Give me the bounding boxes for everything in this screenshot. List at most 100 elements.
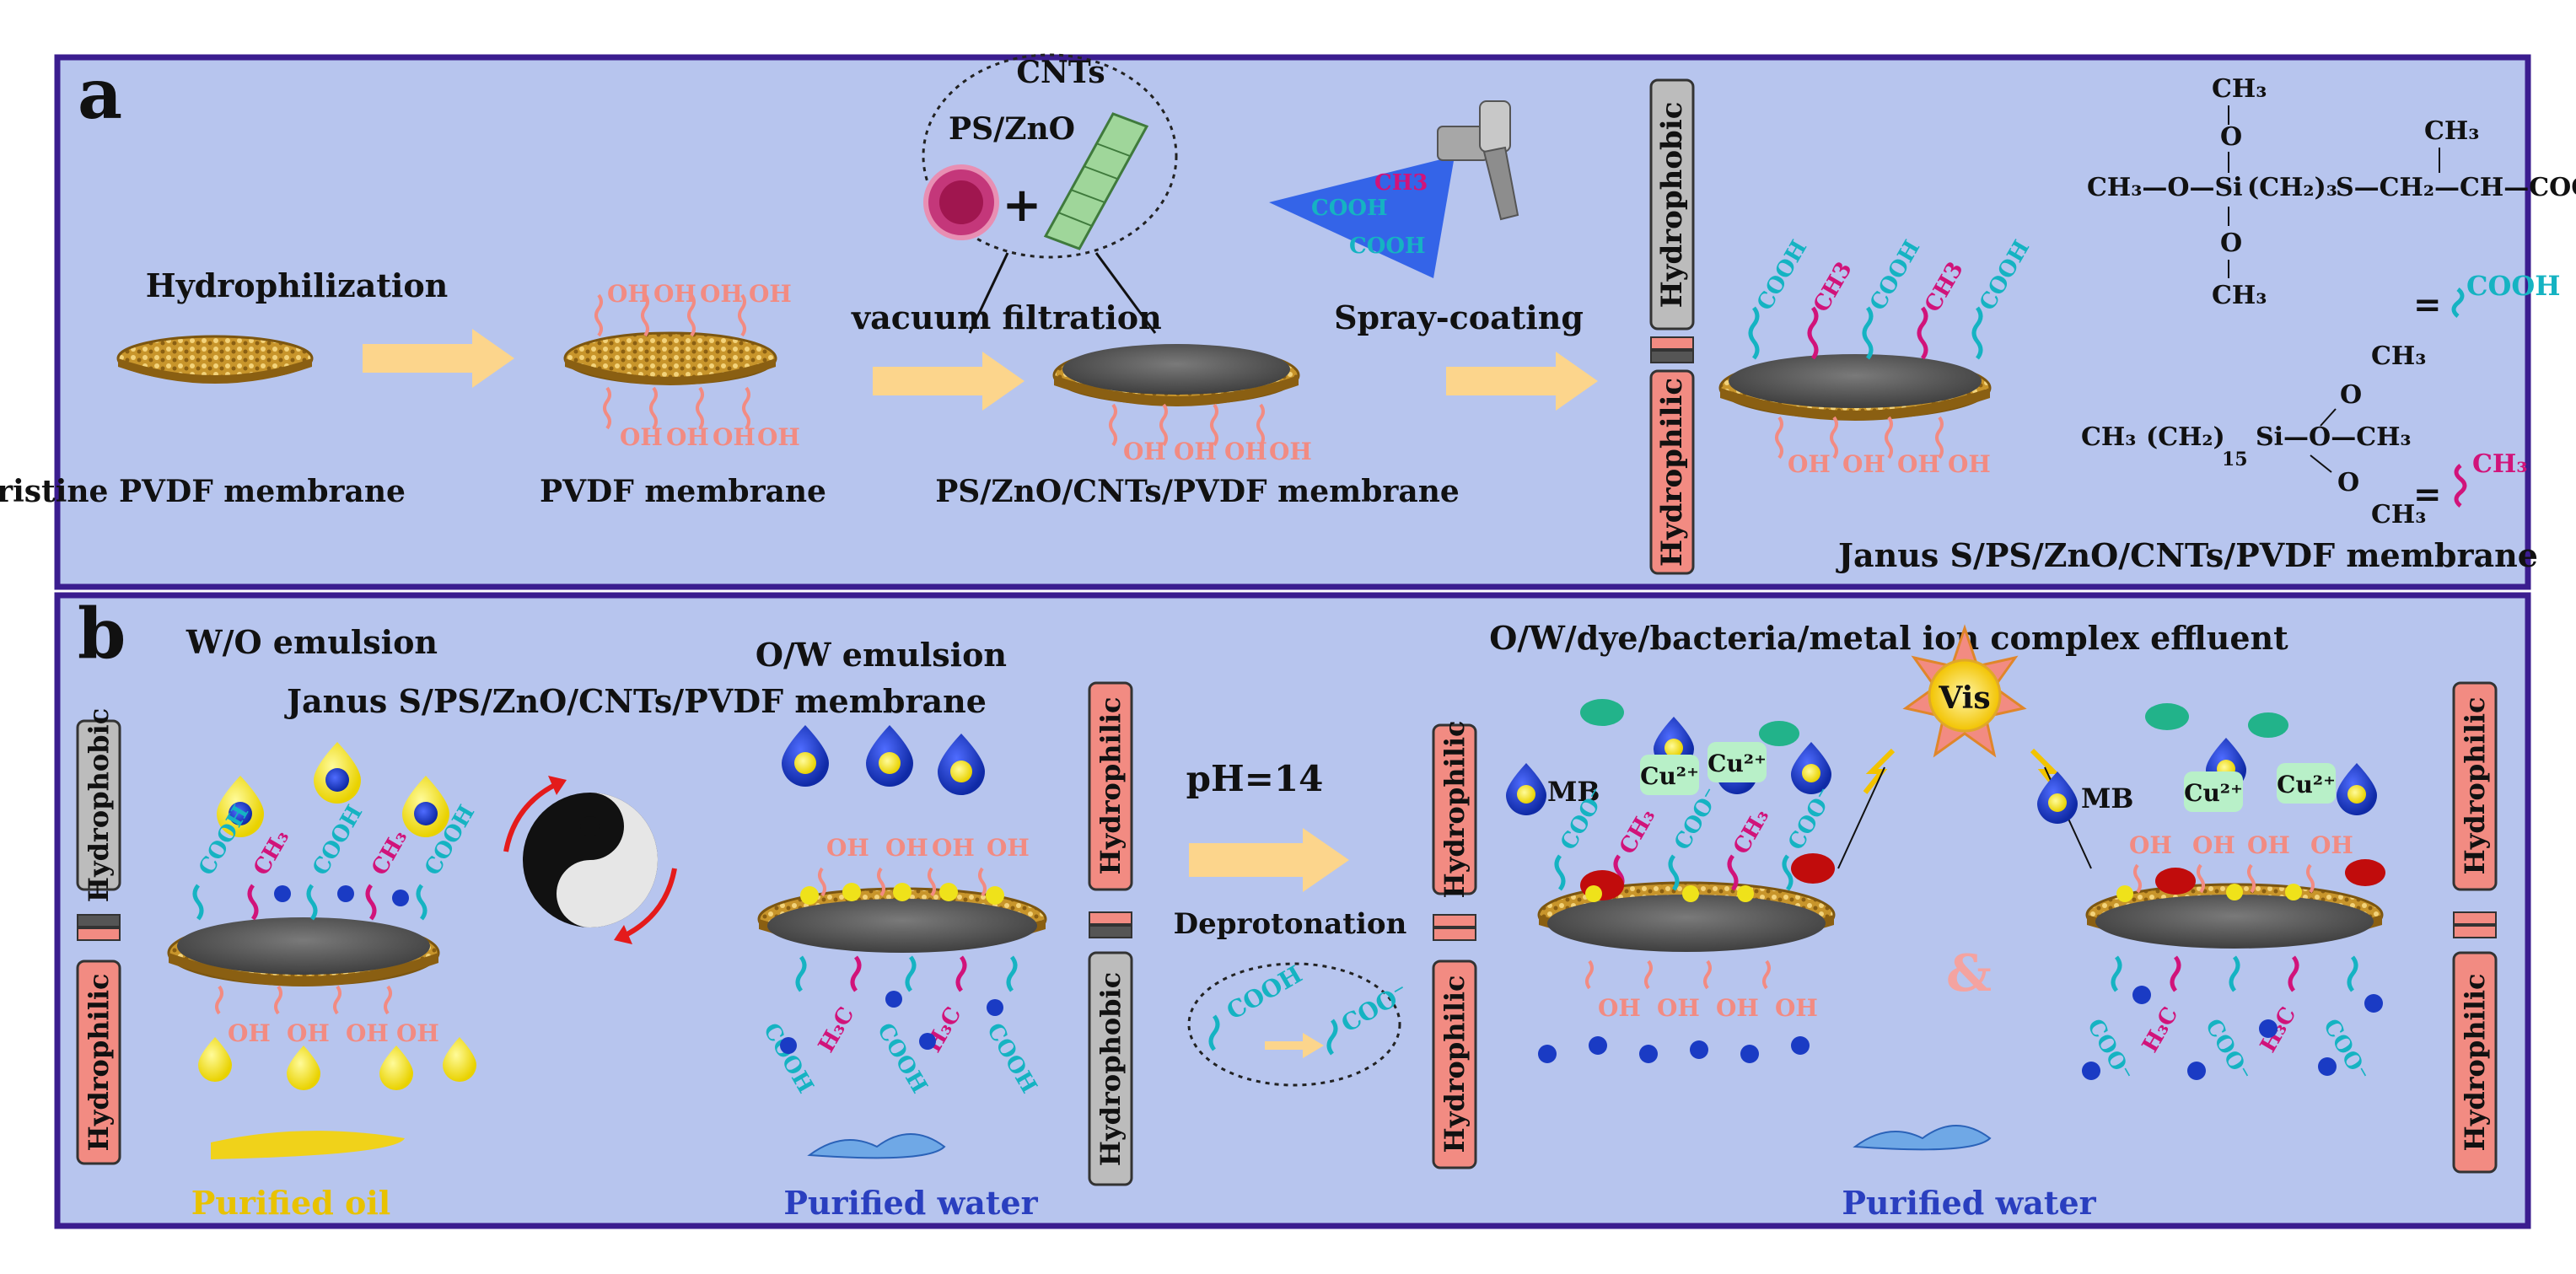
oh-label: OH [826, 834, 869, 862]
janus-membrane-label-a: Janus S/PS/ZnO/CNTs/PVDF membrane [1836, 536, 2538, 574]
cooh-label: COOH [1349, 234, 1426, 259]
panel-a-label: a [78, 54, 122, 135]
visible-light-sun-icon: Vis [1837, 624, 2092, 869]
bacteria-icon [2155, 859, 2385, 895]
process-arrow-2 [873, 352, 1024, 411]
yin-yang-switch-icon [503, 776, 677, 944]
hydrophilic-label: Hydrophilic [1439, 721, 1471, 899]
vacuum-filtration-label: vacuum filtration [851, 298, 1162, 336]
svg-text:O: O [2220, 122, 2242, 152]
svg-text:=: = [2413, 475, 2442, 514]
composite-membrane: OH OH OH OH [1052, 344, 1312, 465]
hydrophilic-label: Hydrophilic [1094, 697, 1127, 875]
ph-label: pH=14 [1186, 758, 1324, 799]
cu-ion-badge [1707, 742, 1767, 782]
janus-wettability-bar-a: Hydrophobic Hydrophilic [1649, 78, 1695, 575]
svg-text:15: 15 [2222, 449, 2248, 470]
svg-text:CH₃: CH₃ [2371, 500, 2426, 529]
svg-text:CH₃: CH₃ [2472, 449, 2527, 479]
panel-a-frame [54, 54, 2531, 590]
purified-oil-label: Purified oil [191, 1184, 390, 1222]
ow-emulsion-label: O/W emulsion [756, 636, 1007, 674]
cnt-tube [1043, 112, 1149, 250]
hydrophobic-label: Hydrophobic [1655, 102, 1689, 309]
process-arrow-1 [363, 329, 514, 388]
oh-label: OH [2247, 831, 2290, 859]
svg-text:O: O [2340, 380, 2362, 410]
oh-label: OH [885, 834, 928, 862]
pvdf-membrane-label: PVDF membrane [540, 474, 826, 509]
svg-text:O: O [2220, 228, 2242, 258]
oh-label: OH [666, 423, 709, 451]
plus-sign: + [1003, 177, 1042, 233]
water-splash [807, 1133, 946, 1159]
complex-effluent-label: O/W/dye/bacteria/metal ion complex efflu… [1489, 619, 2288, 657]
vis-label: Vis [1938, 680, 1990, 716]
oil-pool [211, 1131, 405, 1159]
svg-text:S—CH₂—CH—COOH: S—CH₂—CH—COOH [2336, 173, 2576, 202]
janus-membrane-label-b: Janus S/PS/ZnO/CNTs/PVDF membrane [284, 682, 987, 720]
formula-ch3-silane: CH₃ O CH₃ (CH₂) 15 Si—O—CH₃ O CH₃ = CH₃ [2081, 341, 2527, 529]
bacteria-icon [2145, 703, 2288, 738]
oh-label: OH [396, 1019, 439, 1047]
wo-emulsion-label: W/O emulsion [186, 623, 438, 661]
oh-label: OH [749, 280, 792, 308]
composite-membrane-label: PS/ZnO/CNTs/PVDF membrane [935, 474, 1460, 509]
deprotonation-label: Deprotonation [1174, 907, 1407, 941]
bacteria-icon [1580, 699, 1799, 746]
water-splash [1853, 1125, 1992, 1151]
oh-label: OH [653, 280, 696, 308]
oh-label: OH [620, 423, 663, 451]
svg-text:CH₃: CH₃ [2371, 341, 2426, 371]
hydrophilic-label: Hydrophilic [2459, 697, 2491, 875]
wo-emulsion-drops [217, 742, 449, 837]
cu-ion-badge [2184, 771, 2243, 812]
cu-ion-label: Cu²⁺ [1640, 762, 1699, 790]
oh-label: OH [932, 834, 975, 862]
svg-text:=: = [2413, 285, 2442, 325]
ph-arrow [1189, 828, 1349, 892]
svg-text:Si—O—CH₃: Si—O—CH₃ [2256, 422, 2412, 452]
ampersand: & [1946, 944, 1992, 1003]
hydrophobic-label: Hydrophobic [83, 708, 115, 902]
pvdf-membrane: OH OH OH OH OH OH OH OH [563, 280, 800, 451]
janus-wettability-bar-b3: Hydrophilic Hydrophilic [1432, 721, 1477, 1169]
oh-label: OH [1775, 994, 1818, 1022]
svg-text:CH₃: CH₃ [2212, 281, 2267, 310]
oh-label: OH [1598, 994, 1641, 1022]
purified-water-label-2: Purified water [1842, 1184, 2096, 1222]
svg-text:O: O [2337, 468, 2359, 497]
cu-ion-label: Cu²⁺ [2277, 771, 2336, 798]
svg-text:(CH₂): (CH₂) [2146, 422, 2225, 452]
formula-cooh-silane: CH₃ O CH₃—O—Si (CH₂)₃ S—CH₂—CH—COOH CH₃ … [2087, 74, 2576, 325]
oh-label: OH [1174, 438, 1217, 465]
mb-label: MB [1547, 776, 1600, 808]
oh-label: OH [987, 834, 1030, 862]
ow-emulsion-drops [782, 725, 985, 795]
cnts-label: CNTs [1016, 55, 1105, 90]
hydrophilic-label: Hydrophilic [1439, 976, 1471, 1153]
oh-label: OH [2310, 831, 2353, 859]
oh-label: OH [1897, 450, 1940, 478]
cu-ion-badge [2277, 763, 2336, 804]
panel-b-label: b [78, 594, 126, 675]
process-arrow-3 [1446, 352, 1598, 411]
svg-text:CH₃—O—Si: CH₃—O—Si [2087, 173, 2243, 202]
hydrophilic-label: Hydrophilic [83, 974, 115, 1152]
oh-label: OH [2192, 831, 2235, 859]
oh-label: OH [607, 280, 650, 308]
cooh-label: COOH [1311, 196, 1388, 221]
oh-label: OH [713, 423, 756, 451]
svg-text:CH₃: CH₃ [2424, 116, 2479, 146]
oh-label: OH [700, 280, 743, 308]
cu-ion-label: Cu²⁺ [2184, 779, 2243, 807]
cu-ion-badge [1640, 755, 1699, 795]
oh-label: OH [346, 1019, 389, 1047]
hydrophobic-label: Hydrophobic [1094, 972, 1127, 1166]
oh-label: OH [1716, 994, 1759, 1022]
svg-text:COOH: COOH [2466, 270, 2560, 302]
oh-label: OH [757, 423, 800, 451]
janus-wettability-bar-b4: Hydrophilic Hydrophilic [2452, 681, 2498, 1174]
oh-label: OH [1842, 450, 1885, 478]
